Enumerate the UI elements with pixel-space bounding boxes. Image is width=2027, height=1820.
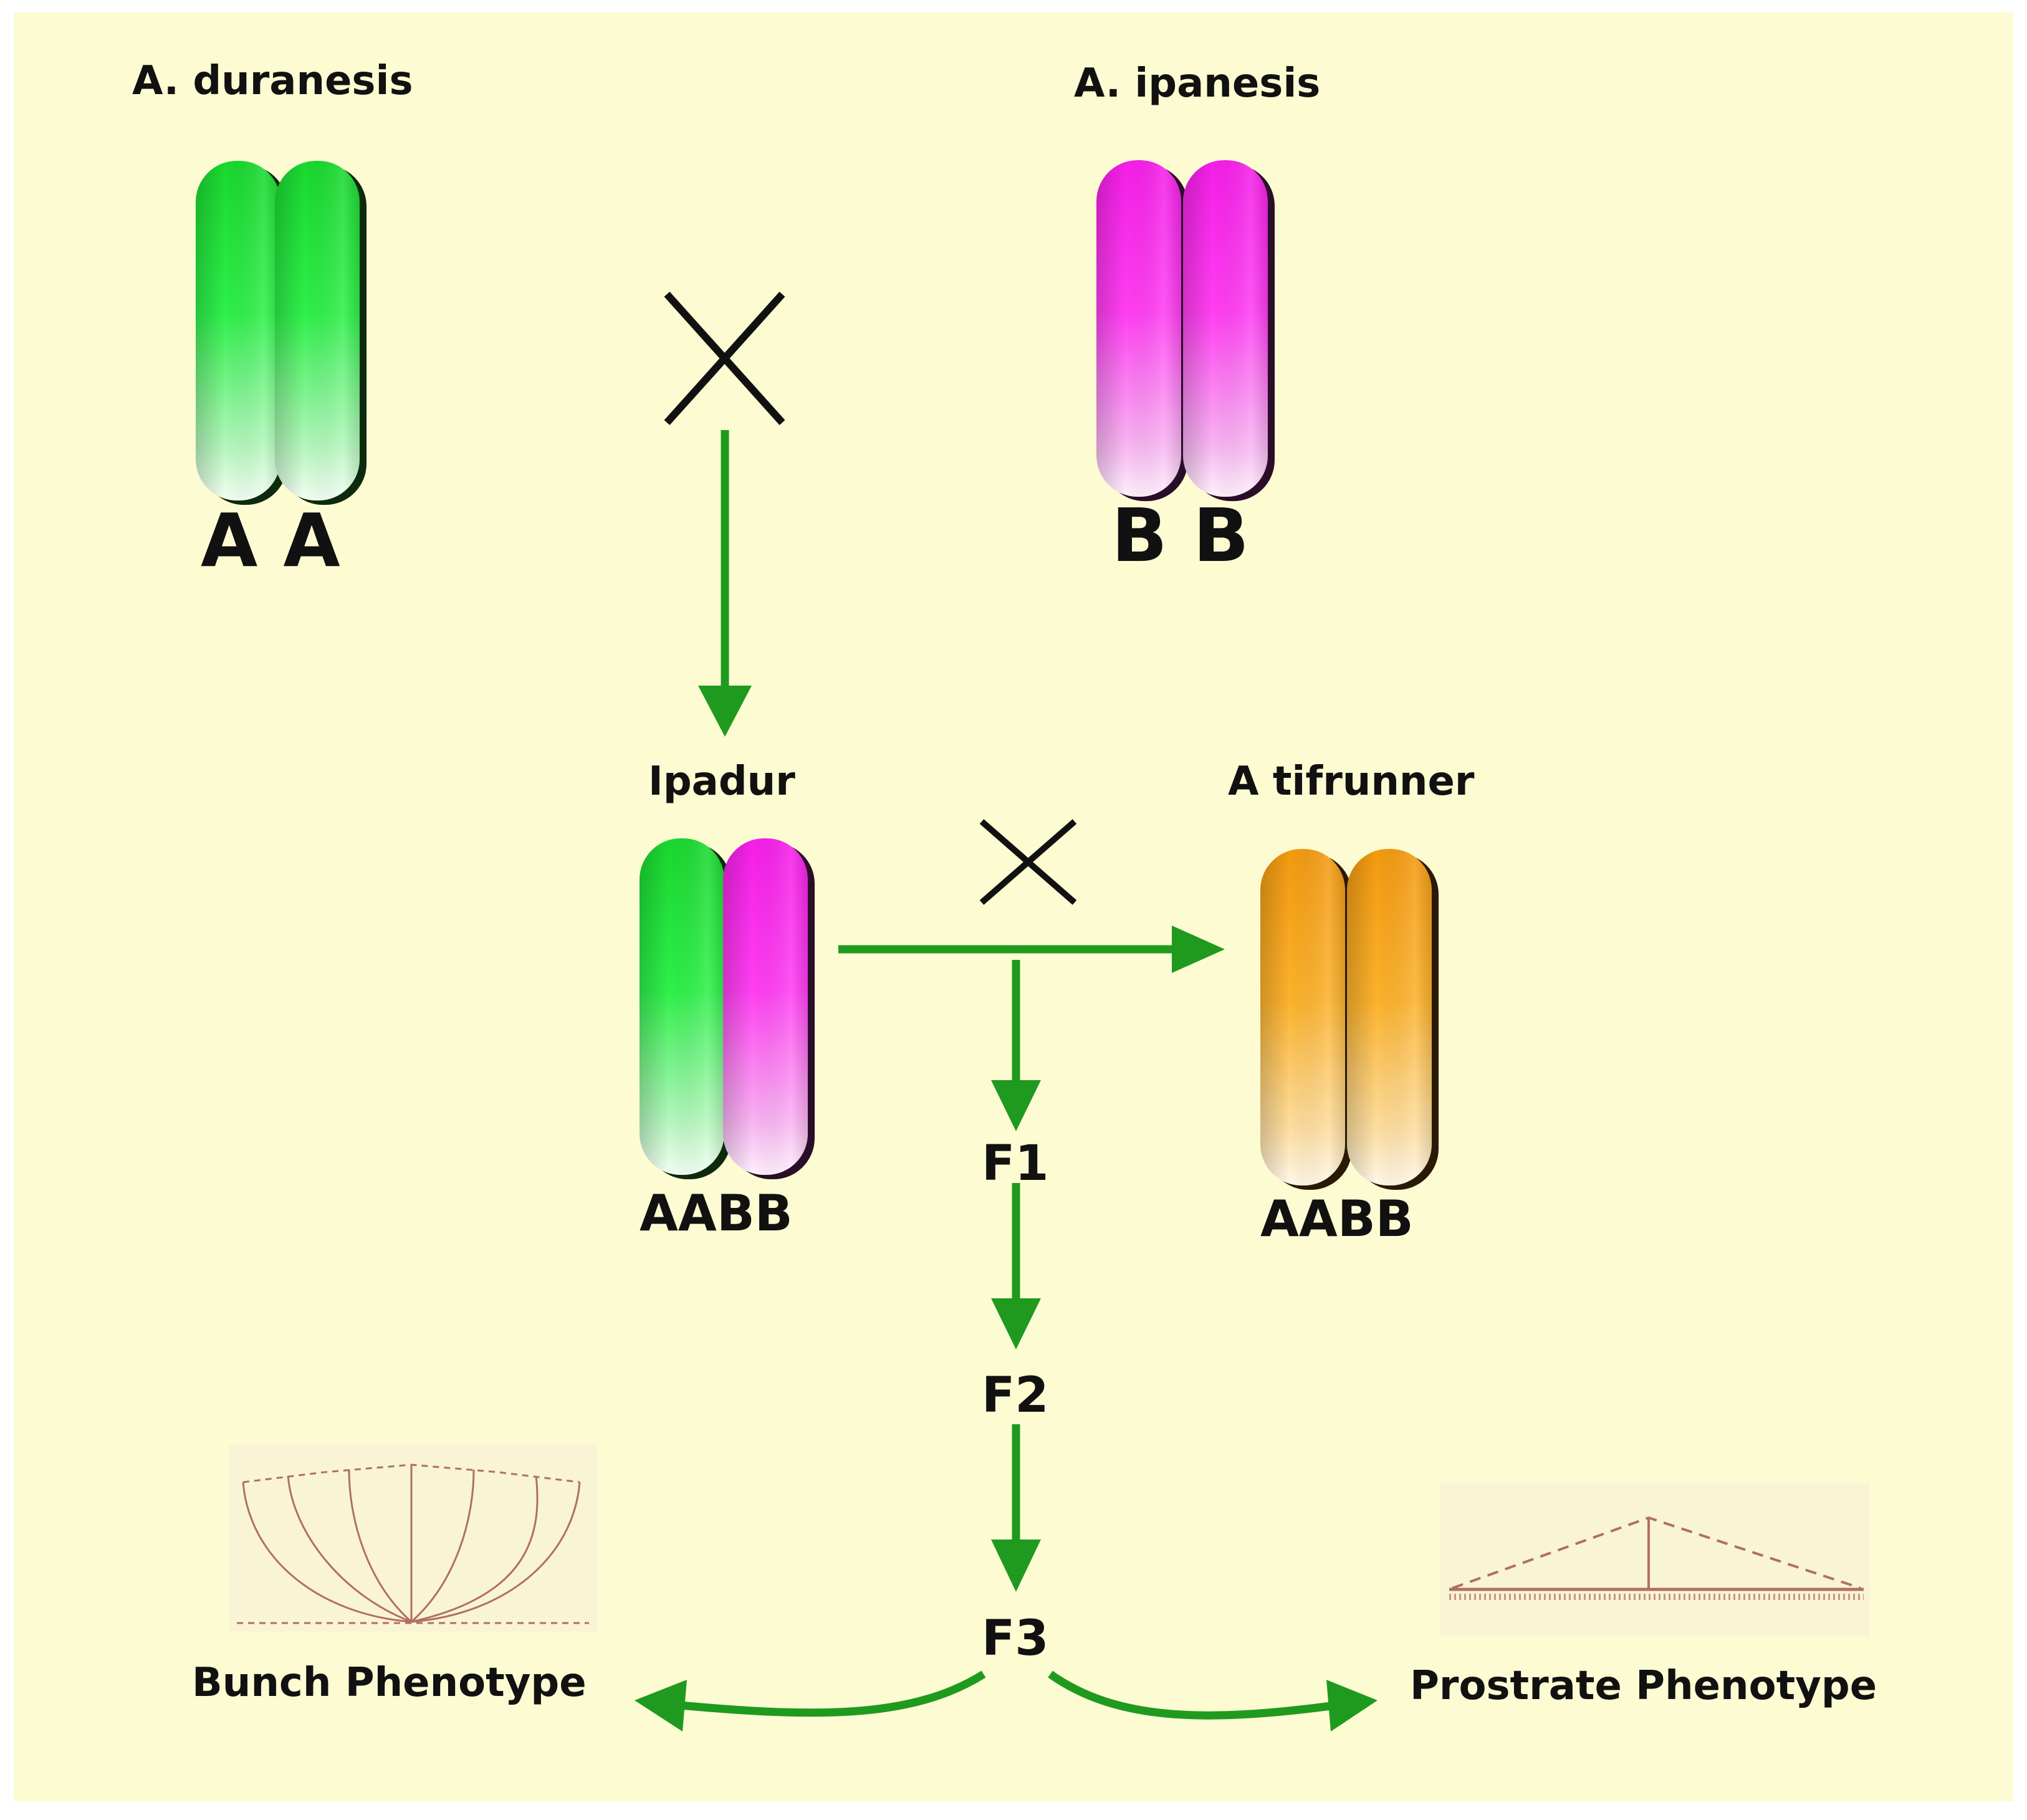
- bunch-phenotype-sketch: [229, 1445, 597, 1632]
- cultivar-name: A tifrunner: [1228, 759, 1475, 805]
- cross-icon: [664, 291, 785, 426]
- parent-right-genome: B B: [1111, 492, 1249, 578]
- arrow-hybrid-to-cultivar: [838, 926, 1225, 973]
- hybrid-genome: AABB: [640, 1184, 793, 1242]
- chromosome-pair-a-duranesis: [196, 161, 367, 505]
- hybrid-name: Ipadur: [648, 759, 795, 805]
- chromosome-pair-ipadur: [640, 838, 815, 1179]
- generation-f1: F1: [982, 1136, 1049, 1192]
- generation-f2: F2: [982, 1367, 1049, 1424]
- arrow-cross-to-hybrid: [698, 430, 752, 737]
- cultivar-genome: AABB: [1260, 1190, 1414, 1248]
- parent-left-name: A. duranesis: [132, 58, 413, 104]
- cross-icon: [979, 819, 1077, 905]
- parent-right-name: A. ipanesis: [1074, 60, 1321, 107]
- arrow-f3-to-bunch: [635, 1670, 986, 1731]
- bunch-phenotype-label: Bunch Phenotype: [192, 1660, 587, 1706]
- arrow-f3-to-prostrate: [1048, 1670, 1378, 1731]
- arrow-f2-to-f3: [991, 1424, 1041, 1592]
- parent-left-genome: A A: [201, 497, 340, 583]
- prostrate-phenotype-label: Prostrate Phenotype: [1410, 1663, 1877, 1709]
- generation-f3: F3: [982, 1611, 1049, 1667]
- arrow-cross-to-f1: [991, 960, 1041, 1131]
- prostrate-phenotype-sketch: [1440, 1483, 1870, 1636]
- chromosome-pair-a-ipanesis: [1096, 160, 1275, 501]
- chromosome-pair-a-tifrunner: [1260, 849, 1439, 1190]
- arrow-f1-to-f2: [991, 1183, 1041, 1349]
